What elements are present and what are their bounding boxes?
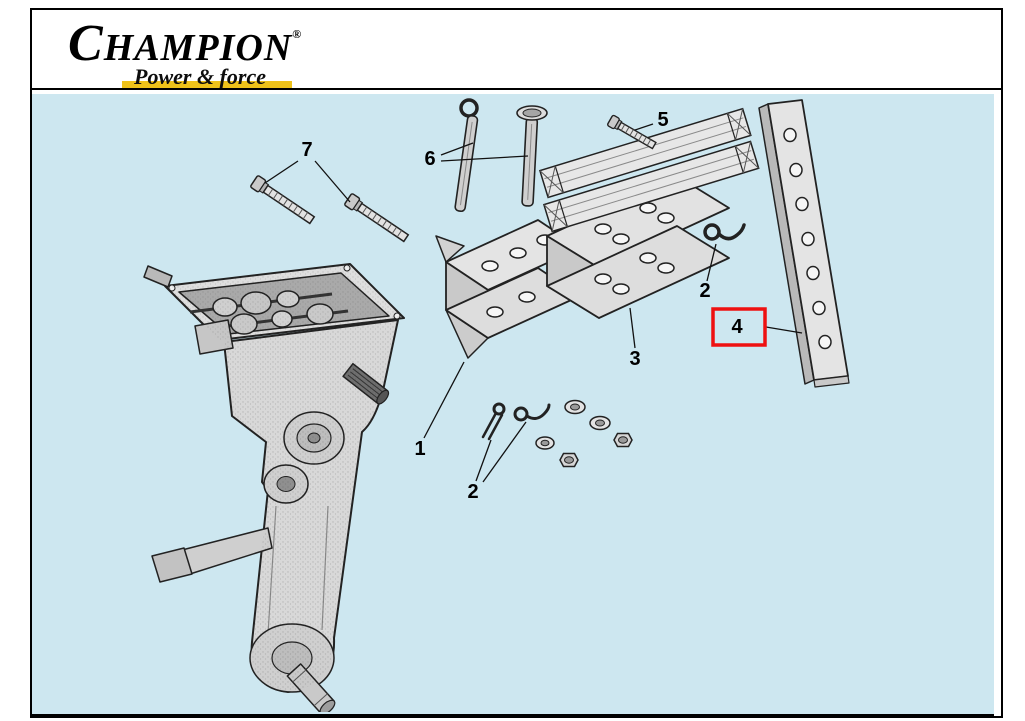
brand-header: CHAMPION® Power & force [68,18,301,90]
hex-bolt-part-7b [344,193,410,243]
hitch-clip-part-2-bottom [513,403,551,422]
registered-mark-icon: ® [292,27,302,41]
mount-foot [151,547,193,583]
channel-bracket-part-3 [546,175,730,319]
flat-washer [564,399,586,415]
page-frame: CHAMPION® Power & force [30,8,1003,718]
diagram-panel: 7 6 5 2 3 1 2 4 [32,94,994,716]
exploded-parts-drawing: 7 6 5 2 3 1 2 4 [143,98,850,712]
gearbox-assembly [143,263,405,712]
callout-3: 3 [629,348,640,370]
square-tube-lower [542,140,760,233]
callout-7: 7 [301,139,312,161]
headed-pin-part-6b [516,105,548,207]
callout-2-bottom: 2 [467,481,478,503]
flat-washer [535,436,555,450]
top-left-stub [143,265,173,288]
hex-bolt-part-7a [250,175,316,225]
hex-nut [613,432,633,448]
brand-name: CHAMPION [68,15,293,72]
mount-arm [181,527,273,575]
lynch-pin-part-6a [454,98,479,213]
adjustment-bar-part-4 [758,99,850,388]
hex-bolt-part-5 [607,114,657,150]
hex-nut [559,452,579,468]
brand-tagline: Power & force [134,64,266,89]
flat-washer [589,415,611,431]
hitch-clip-part-2-right [703,223,746,241]
cotter-pin-part-2-bottom [481,402,506,441]
highlight-box [711,307,767,347]
header-divider [32,88,1001,90]
tagline-underline-bar [122,81,292,89]
brand-tagline-row: Power & force [122,64,292,90]
callout-1: 1 [414,438,425,460]
leader-lines [264,123,803,483]
callout-5: 5 [657,109,668,131]
callout-6: 6 [424,148,435,170]
square-tube-upper [538,107,752,199]
highlighted-callout-4[interactable]: 4 [711,307,767,347]
callout-2-right: 2 [699,280,710,302]
callout-4: 4 [731,316,743,338]
